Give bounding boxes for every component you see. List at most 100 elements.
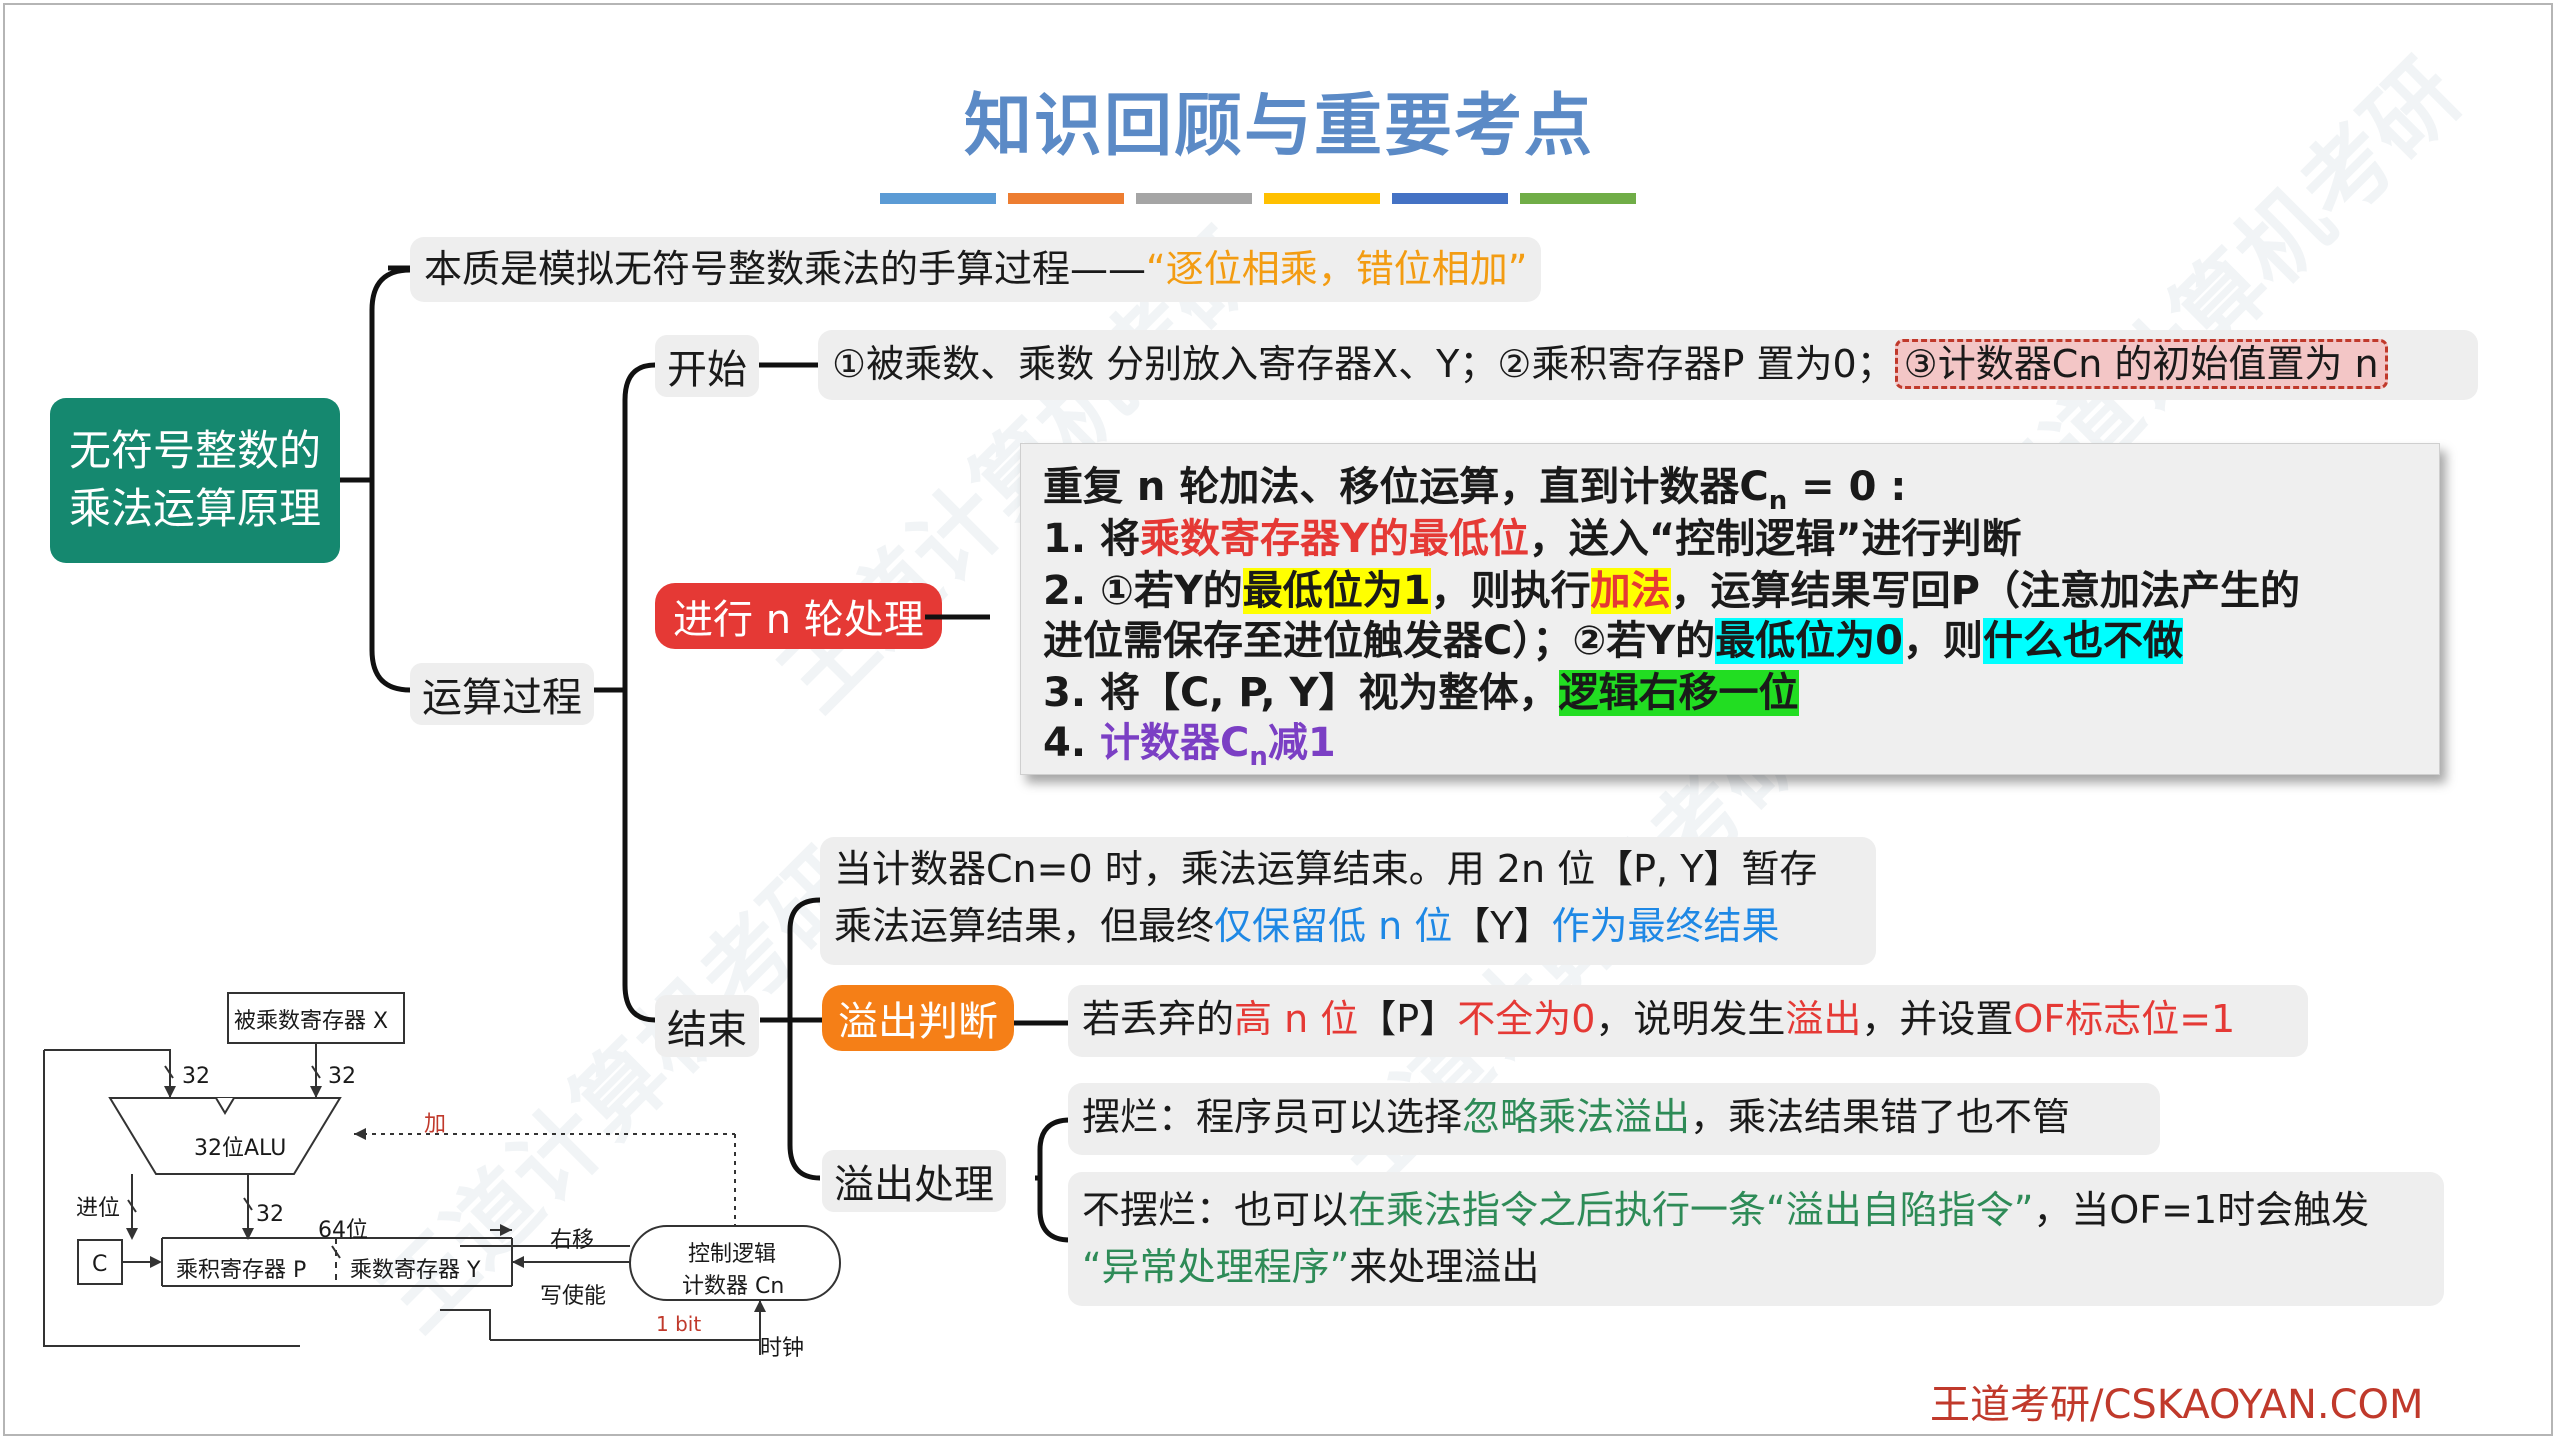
loop-line-5-dec: 减1 <box>1267 720 1336 766</box>
loop-line-2-lowbit1: 最低位为1 <box>1242 568 1431 614</box>
end-line-2-d: 作为最终结果 <box>1551 904 1780 948</box>
loop-line-3-nothing: 什么也不做 <box>1983 618 2184 664</box>
title-bar-3 <box>1136 193 1252 204</box>
end-label: 结束 <box>655 995 759 1057</box>
loop-line-1-red: 乘数寄存器Y的最低位 <box>1139 516 1529 562</box>
essence-node: 本质是模拟无符号整数乘法的手算过程——“逐位相乘，错位相加” <box>410 237 1542 302</box>
title-bar-2 <box>1008 193 1124 204</box>
essence-quote: “逐位相乘，错位相加” <box>1146 247 1528 291</box>
loop-line-2-add: 加法 <box>1590 568 1671 614</box>
loop-line-5-sub: n <box>1249 742 1268 772</box>
ignore-c: ，乘法结果错了也不管 <box>1690 1095 2071 1139</box>
width-32-a: 32 <box>182 1064 210 1089</box>
start-node: ①被乘数、乘数 分别放入寄存器X、Y；②乘积寄存器P 置为0；③计数器Cn 的初… <box>818 330 2478 400</box>
loop-line-3-lowbit0: 最低位为0 <box>1715 618 1904 664</box>
one-bit-label: 1 bit <box>656 1312 702 1336</box>
trap-d: “异常处理程序” <box>1082 1245 1350 1289</box>
loop-line-0-end: = 0 : <box>1787 464 1907 510</box>
loop-line-2: 2. ①若Y的最低位为1，则执行加法，运算结果写回P（注意加法产生的 <box>1043 558 2300 616</box>
trap-c: ，当OF=1时会触发 <box>2033 1188 2370 1232</box>
start-highlight: ③计数器Cn 的初始值置为 n <box>1894 339 2388 389</box>
width-64-label: 64位 <box>318 1218 368 1243</box>
overflow-check-label: 溢出判断 <box>822 985 1014 1051</box>
width-32-c: 32 <box>256 1202 284 1227</box>
root-line-1: 无符号整数的 <box>68 426 321 475</box>
overflow-check-node: 若丢弃的高 n 位【P】不全为0，说明发生溢出，并设置OF标志位=1 <box>1068 985 2308 1057</box>
loop-line-3: 进位需保存至进位触发器C）；②若Y的最低位为0，则什么也不做 <box>1043 608 2184 666</box>
process-label: 运算过程 <box>410 663 594 725</box>
alu-label: 32位ALU <box>194 1136 287 1161</box>
counter-label: 计数器 Cn <box>682 1274 785 1299</box>
loop-line-1-b: ，送入“控制逻辑”进行判断 <box>1528 516 2022 562</box>
loop-line-2-a: 2. ①若Y的 <box>1043 568 1243 614</box>
trap-line-1: 不摆烂：也可以在乘法指令之后执行一条“溢出自陷指令”，当OF=1时会触发 <box>1082 1182 2430 1239</box>
brand-footer: 王道考研/CSKAOYAN.COM <box>1930 1382 2424 1428</box>
slide-title: 知识回顾与重要考点 <box>963 86 1594 166</box>
end-line-2-c: 【Y】 <box>1452 904 1552 948</box>
loop-line-5: 4. 计数器Cn减1 <box>1043 710 1336 772</box>
loop-line-1-a: 1. 将 <box>1043 516 1140 562</box>
reg-y-label: 乘数寄存器 Y <box>350 1258 481 1283</box>
loop-line-4: 3. 将【C, P, Y】视为整体，逻辑右移一位 <box>1043 660 1799 718</box>
ignore-b: 忽略乘法溢出 <box>1462 1095 1691 1139</box>
loop-line-5-a: 4. <box>1043 720 1100 766</box>
ovf-h: OF标志位=1 <box>2013 997 2236 1041</box>
alu-shape <box>108 1097 342 1175</box>
ovf-d: 不全为0 <box>1457 997 1596 1041</box>
trap-b: 在乘法指令之后执行一条“溢出自陷指令” <box>1348 1188 2034 1232</box>
ovf-c: 【P】 <box>1358 997 1458 1041</box>
title-bar-1 <box>880 193 996 204</box>
loop-line-5-counter: 计数器C <box>1099 720 1250 766</box>
reg-p-label: 乘积寄存器 P <box>176 1258 307 1283</box>
title-bar-5 <box>1392 193 1508 204</box>
loop-detail-box: 重复 n 轮加法、移位运算，直到计数器Cn = 0 : 1. 将乘数寄存器Y的最… <box>1020 443 2440 775</box>
title-bar-6 <box>1520 193 1636 204</box>
title-bar-4 <box>1264 193 1380 204</box>
loop-line-3-a: 进位需保存至进位触发器C）；②若Y的 <box>1043 618 1716 664</box>
loop-line-0: 重复 n 轮加法、移位运算，直到计数器Cn = 0 : <box>1043 454 1906 516</box>
overflow-trap-node: 不摆烂：也可以在乘法指令之后执行一条“溢出自陷指令”，当OF=1时会触发 “异常… <box>1068 1172 2444 1306</box>
width-32-b: 32 <box>328 1064 356 1089</box>
end-line-2-a: 乘法运算结果，但最终 <box>834 904 1215 948</box>
start-text: ①被乘数、乘数 分别放入寄存器X、Y；②乘积寄存器P 置为0； <box>832 342 1895 386</box>
loop-label: 进行 n 轮处理 <box>655 583 942 649</box>
end-line-2-b: 仅保留低 n 位 <box>1214 904 1453 948</box>
control-logic-label: 控制逻辑 <box>688 1242 777 1267</box>
write-enable-label: 写使能 <box>540 1284 607 1309</box>
ignore-a: 摆烂：程序员可以选择 <box>1082 1095 1463 1139</box>
reg-x-label: 被乘数寄存器 X <box>234 1009 389 1034</box>
loop-line-1: 1. 将乘数寄存器Y的最低位，送入“控制逻辑”进行判断 <box>1043 506 2022 564</box>
overflow-ignore-node: 摆烂：程序员可以选择忽略乘法溢出，乘法结果错了也不管 <box>1068 1083 2160 1155</box>
root-line-2: 乘法运算原理 <box>68 484 321 533</box>
carry-flag-label: C <box>92 1252 108 1277</box>
carry-label: 进位 <box>76 1196 121 1221</box>
loop-line-0-text: 重复 n 轮加法、移位运算，直到计数器C <box>1043 464 1769 510</box>
ovf-g: ，并设置 <box>1861 997 2014 1041</box>
essence-text: 本质是模拟无符号整数乘法的手算过程—— <box>424 247 1147 291</box>
end-result-node: 当计数器Cn=0 时，乘法运算结束。用 2n 位【P, Y】暂存 乘法运算结果，… <box>820 837 1876 965</box>
trap-line-2: “异常处理程序”来处理溢出 <box>1082 1239 2430 1296</box>
root-node: 无符号整数的 乘法运算原理 <box>50 398 340 563</box>
clock-label: 时钟 <box>760 1336 805 1361</box>
shift-right-label: 右移 <box>550 1228 595 1253</box>
slide-frame <box>3 3 2553 1436</box>
loop-line-4-a: 3. 将【C, P, Y】视为整体， <box>1043 670 1559 716</box>
loop-line-2-b: ，则执行 <box>1430 568 1591 614</box>
overflow-handle-label: 溢出处理 <box>822 1150 1006 1212</box>
trap-e: 来处理溢出 <box>1349 1245 1540 1289</box>
loop-line-3-b: ，则 <box>1903 618 1984 664</box>
ovf-f: 溢出 <box>1785 997 1862 1041</box>
trap-a: 不摆烂：也可以 <box>1082 1188 1349 1232</box>
loop-line-2-c: ，运算结果写回P（注意加法产生的 <box>1670 568 2300 614</box>
start-label: 开始 <box>655 335 759 397</box>
end-line-1: 当计数器Cn=0 时，乘法运算结束。用 2n 位【P, Y】暂存 <box>834 847 1818 891</box>
ovf-a: 若丢弃的 <box>1082 997 1235 1041</box>
loop-line-4-shift: 逻辑右移一位 <box>1558 670 1799 716</box>
ovf-e: ，说明发生 <box>1595 997 1786 1041</box>
end-line-2: 乘法运算结果，但最终仅保留低 n 位【Y】作为最终结果 <box>834 898 1862 955</box>
loop-line-0-sub: n <box>1768 486 1788 516</box>
ovf-b: 高 n 位 <box>1234 997 1359 1041</box>
add-label: 加 <box>424 1112 447 1137</box>
